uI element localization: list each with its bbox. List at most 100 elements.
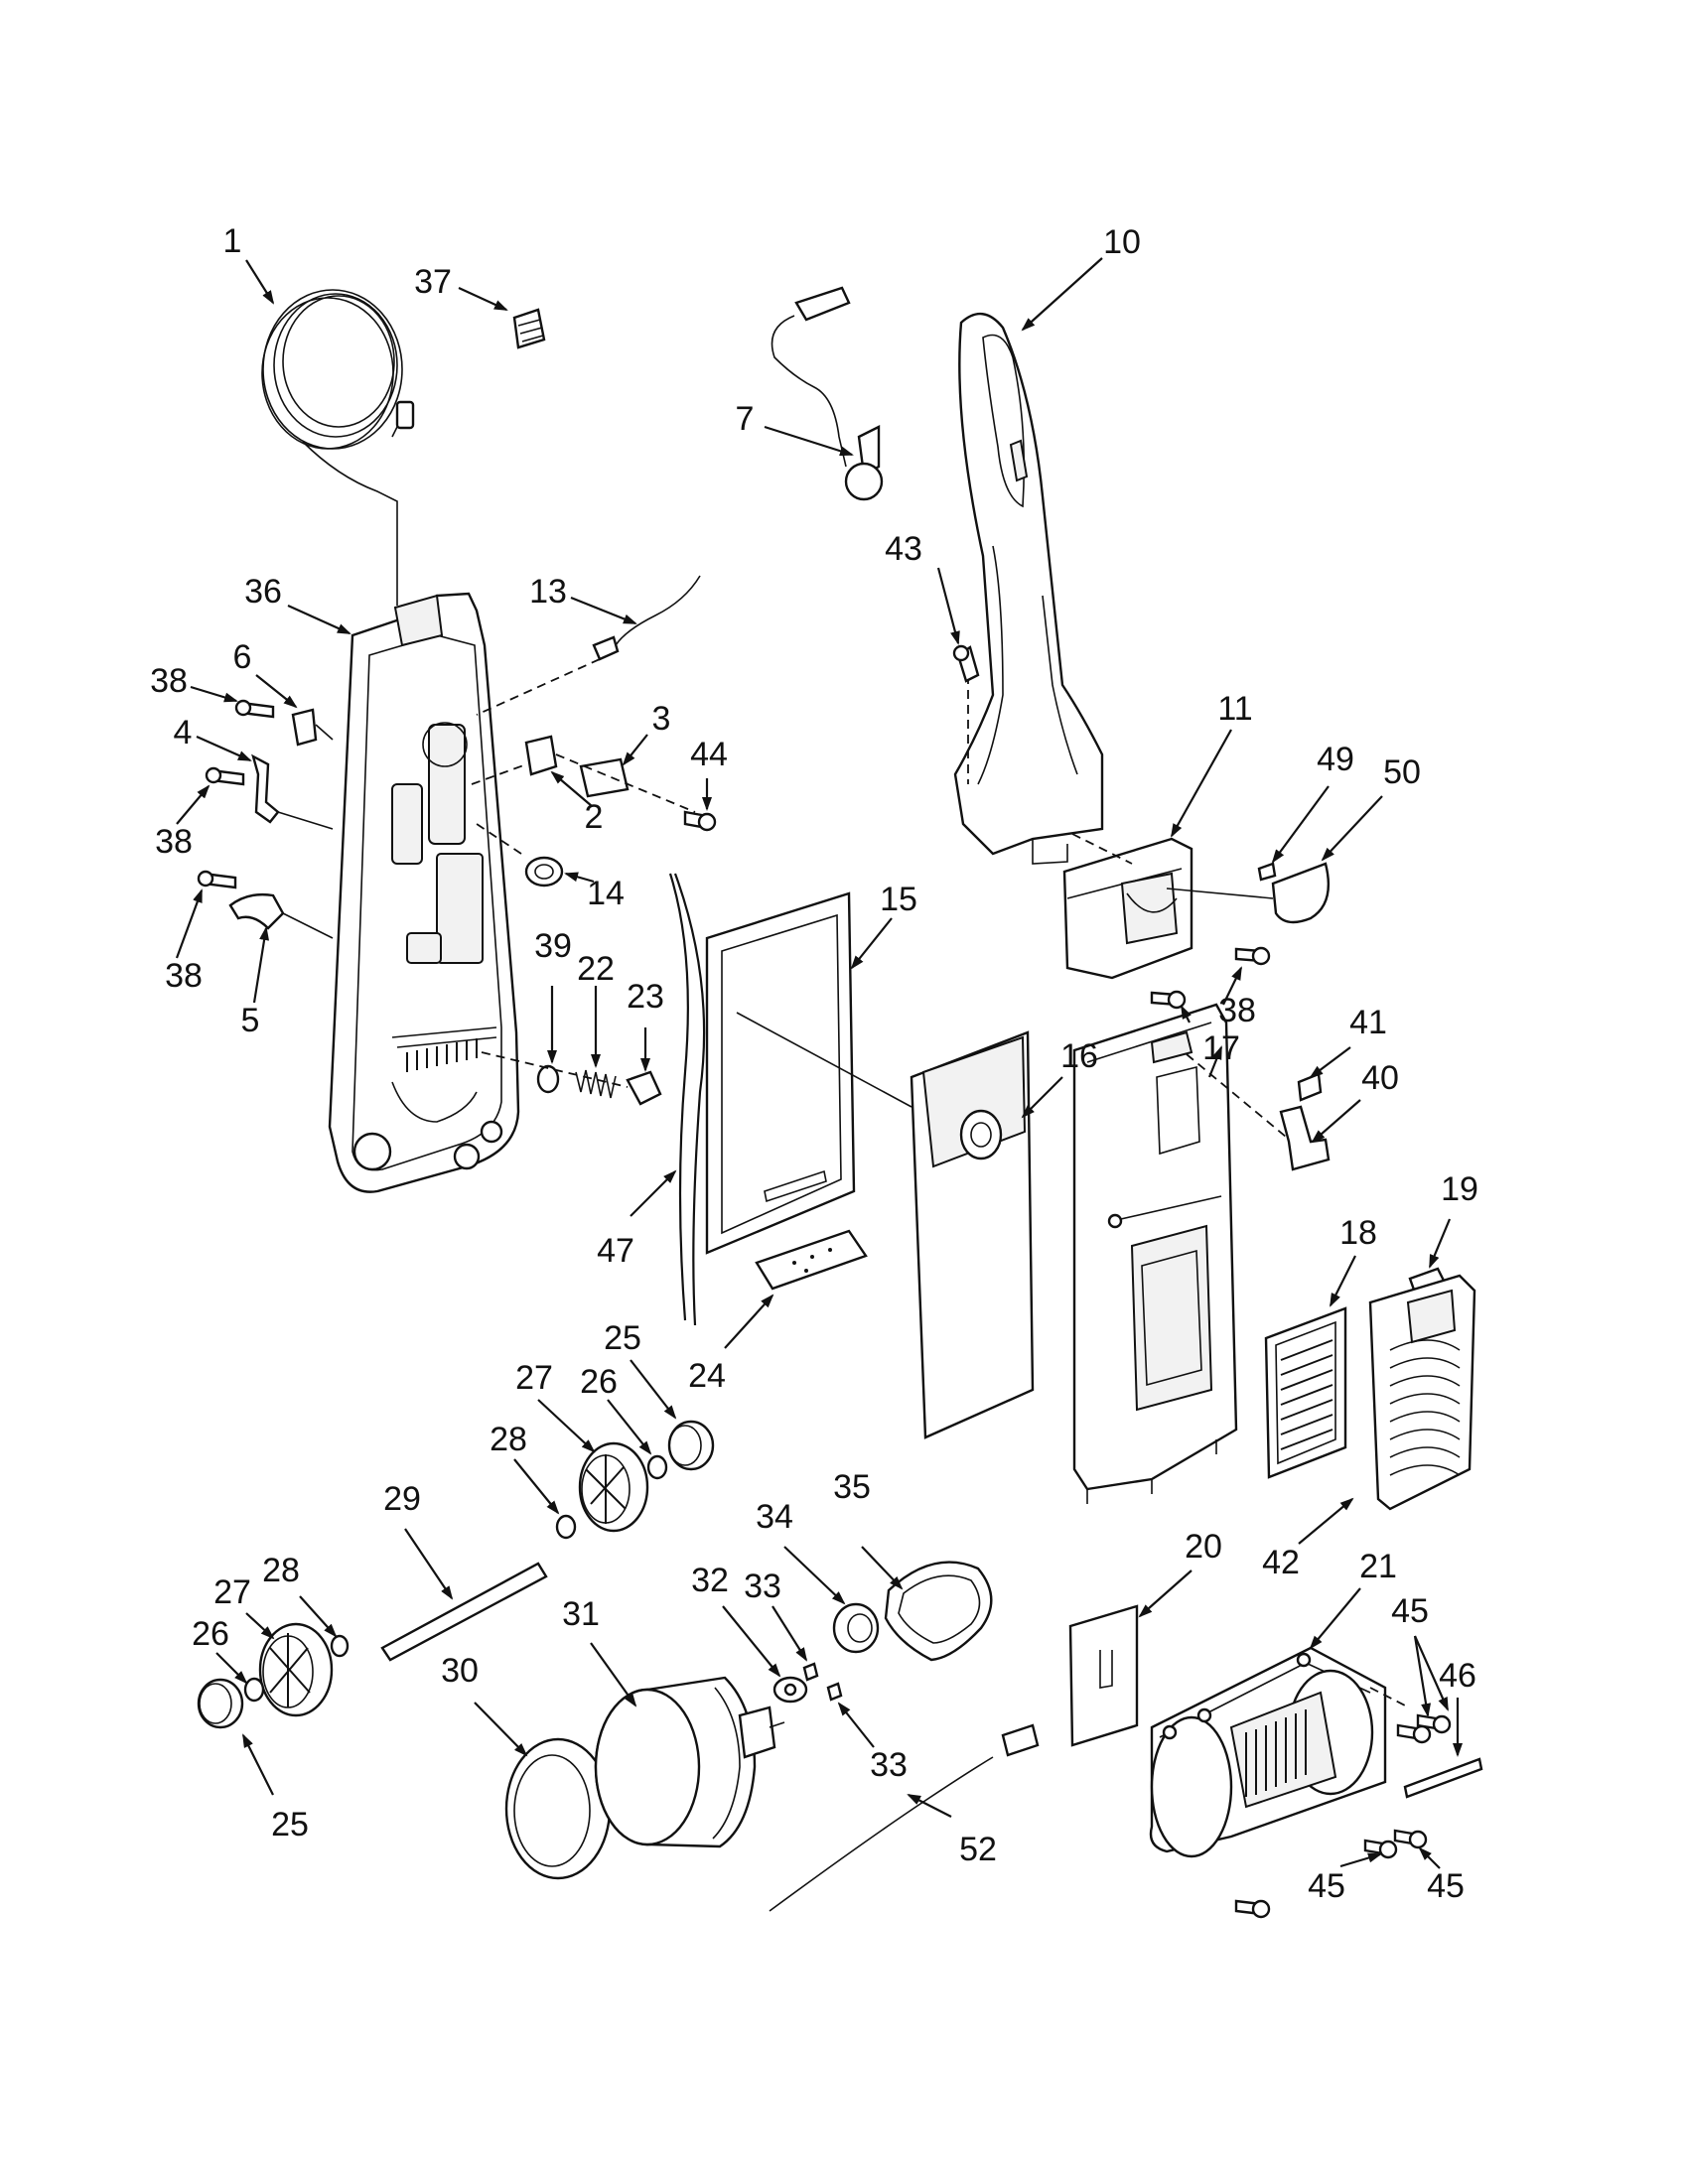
label-19: 19 — [1441, 1170, 1478, 1208]
bearing-ring-25-upper — [667, 1420, 715, 1471]
screw-45-e — [1234, 1899, 1271, 1919]
label-11: 11 — [1217, 690, 1252, 728]
label-13: 13 — [529, 573, 567, 611]
label-46: 46 — [1439, 1657, 1476, 1695]
label-21: 21 — [1359, 1548, 1397, 1585]
label-16: 16 — [1060, 1037, 1098, 1075]
label-29: 29 — [383, 1480, 421, 1518]
switch-bracket-part — [524, 735, 558, 776]
cover-50-part — [1166, 862, 1330, 924]
bushing-39-part — [536, 1064, 560, 1094]
bag-frame-part — [705, 891, 912, 1255]
switch-part — [471, 753, 696, 813]
label-41: 41 — [1349, 1004, 1387, 1041]
label-39: 39 — [534, 927, 572, 965]
label-45-lower-right: 45 — [1427, 1867, 1465, 1905]
screw-44 — [683, 810, 717, 832]
label-22: 22 — [577, 950, 615, 988]
label-26-lower: 26 — [192, 1615, 229, 1653]
label-49: 49 — [1317, 741, 1354, 778]
motor-gasket-part — [504, 1737, 612, 1880]
label-42: 42 — [1262, 1544, 1300, 1581]
label-27-upper: 27 — [515, 1359, 553, 1397]
label-32: 32 — [691, 1562, 729, 1599]
label-34: 34 — [756, 1498, 793, 1536]
washer-26-lower — [243, 1677, 265, 1703]
screw-38-e — [1150, 990, 1187, 1010]
wire-nut-part — [512, 308, 546, 349]
dust-bag-part — [910, 1030, 1035, 1439]
exhaust-grille-part — [1368, 1274, 1476, 1511]
label-10: 10 — [1103, 223, 1141, 261]
part-labels: 1 37 36 13 38 6 4 38 38 5 2 3 44 14 39 2… — [150, 222, 1478, 1905]
label-25-lower: 25 — [271, 1806, 309, 1843]
washer-26-upper — [646, 1454, 668, 1480]
screw-43 — [952, 644, 980, 683]
wire-harness-part — [476, 575, 701, 716]
clip-49-part — [1257, 862, 1277, 882]
label-38-c: 38 — [165, 957, 203, 995]
label-28-lower: 28 — [262, 1552, 300, 1589]
bearing-ring-25-lower — [197, 1678, 244, 1729]
screw-38-a — [234, 699, 275, 719]
washer-14-part — [476, 823, 564, 887]
latch-40-part — [1279, 1105, 1331, 1171]
label-47: 47 — [597, 1232, 634, 1270]
label-4: 4 — [174, 714, 193, 751]
label-50: 50 — [1383, 753, 1421, 791]
label-27-lower: 27 — [213, 1573, 251, 1611]
label-3: 3 — [652, 700, 671, 738]
label-37: 37 — [414, 263, 452, 301]
hose-47-part — [668, 873, 706, 1326]
screw-45-a — [1396, 1723, 1432, 1744]
brush-holder-32-part — [772, 1676, 808, 1704]
label-23: 23 — [627, 978, 664, 1016]
handle-bracket-part — [1062, 833, 1193, 980]
label-40: 40 — [1361, 1059, 1399, 1097]
label-5: 5 — [241, 1002, 260, 1039]
label-30: 30 — [441, 1652, 479, 1690]
bag-door-part — [1072, 1003, 1287, 1504]
motor-housing-21-part — [1149, 1646, 1406, 1858]
cord-hook-upper-part — [291, 708, 334, 747]
wire-52-part — [769, 1723, 1040, 1912]
washer-28-upper — [555, 1514, 577, 1540]
label-1: 1 — [223, 222, 242, 260]
label-26-upper: 26 — [580, 1363, 618, 1401]
label-14: 14 — [587, 875, 625, 912]
screw-38-b — [205, 766, 245, 786]
label-45-upper: 45 — [1391, 1592, 1429, 1630]
shaft-29-part — [380, 1562, 548, 1662]
label-24: 24 — [688, 1357, 726, 1395]
label-17: 17 — [1202, 1029, 1240, 1067]
label-20: 20 — [1185, 1528, 1222, 1566]
label-6: 6 — [233, 638, 252, 676]
screw-45-c — [1363, 1839, 1398, 1859]
motor-part — [594, 1676, 785, 1848]
hepa-filter-part — [1264, 1306, 1347, 1479]
label-2: 2 — [585, 798, 604, 836]
label-33-upper: 33 — [744, 1568, 781, 1605]
cord-clip-part — [251, 753, 334, 830]
label-33-lower: 33 — [870, 1746, 908, 1784]
label-35: 35 — [833, 1468, 871, 1506]
label-38-a: 38 — [150, 662, 188, 700]
screw-33-a — [802, 1662, 819, 1682]
screw-38-d — [1234, 946, 1271, 966]
label-15: 15 — [880, 881, 917, 918]
screw-38-c — [197, 870, 237, 889]
label-38-b: 38 — [155, 823, 193, 861]
label-25-upper: 25 — [604, 1319, 641, 1357]
latch-23-part — [481, 1051, 662, 1106]
spring-22-part — [575, 1069, 617, 1099]
power-cord-part — [261, 289, 415, 606]
bushing-34-part — [832, 1602, 880, 1654]
fan-27-lower — [258, 1622, 334, 1717]
washer-28-lower — [330, 1634, 350, 1658]
latch-41-part — [1297, 1072, 1323, 1102]
label-28-upper: 28 — [490, 1421, 527, 1458]
label-36: 36 — [244, 573, 282, 611]
label-7: 7 — [736, 400, 755, 438]
handle-10-part — [953, 313, 1104, 865]
